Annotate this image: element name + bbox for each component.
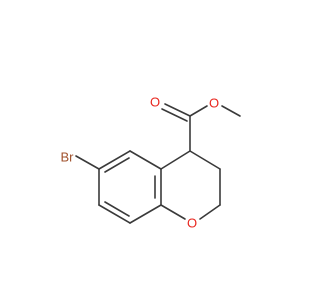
bond-c5-c6 xyxy=(98,150,131,170)
bond-c7-c8 xyxy=(98,204,131,224)
ester-oxygen-atom-label: O xyxy=(209,96,219,111)
bond-ester-oxygen-methyl xyxy=(221,105,241,117)
carbonyl-double-bond-a xyxy=(164,103,191,117)
bond-c8a-o1 xyxy=(160,204,186,220)
carbonyl-oxygen-atom-label: O xyxy=(150,95,160,110)
chemical-structure-diagram: Br O O O xyxy=(61,95,241,231)
bond-carbonyl-carbon-ester-oxygen xyxy=(189,105,208,117)
bond-c3-c4 xyxy=(189,150,221,170)
carbonyl-double-bond-b xyxy=(161,108,188,122)
bromine-atom-label: Br xyxy=(61,150,75,165)
ring-oxygen-atom-label: O xyxy=(187,216,197,231)
bond-c8-c8a xyxy=(129,204,162,224)
bond-c4a-c5 xyxy=(129,150,162,170)
double-bond-c5-c6-inner xyxy=(104,157,130,173)
bond-c4-c4a xyxy=(160,150,191,170)
benzene-ring xyxy=(98,150,162,224)
bond-c6-br xyxy=(75,155,100,170)
bond-o1-c2 xyxy=(199,204,221,220)
methyl-ester-group xyxy=(161,103,241,152)
dihydropyran-ring xyxy=(160,150,221,220)
double-bond-c7-c8-inner xyxy=(104,201,130,217)
